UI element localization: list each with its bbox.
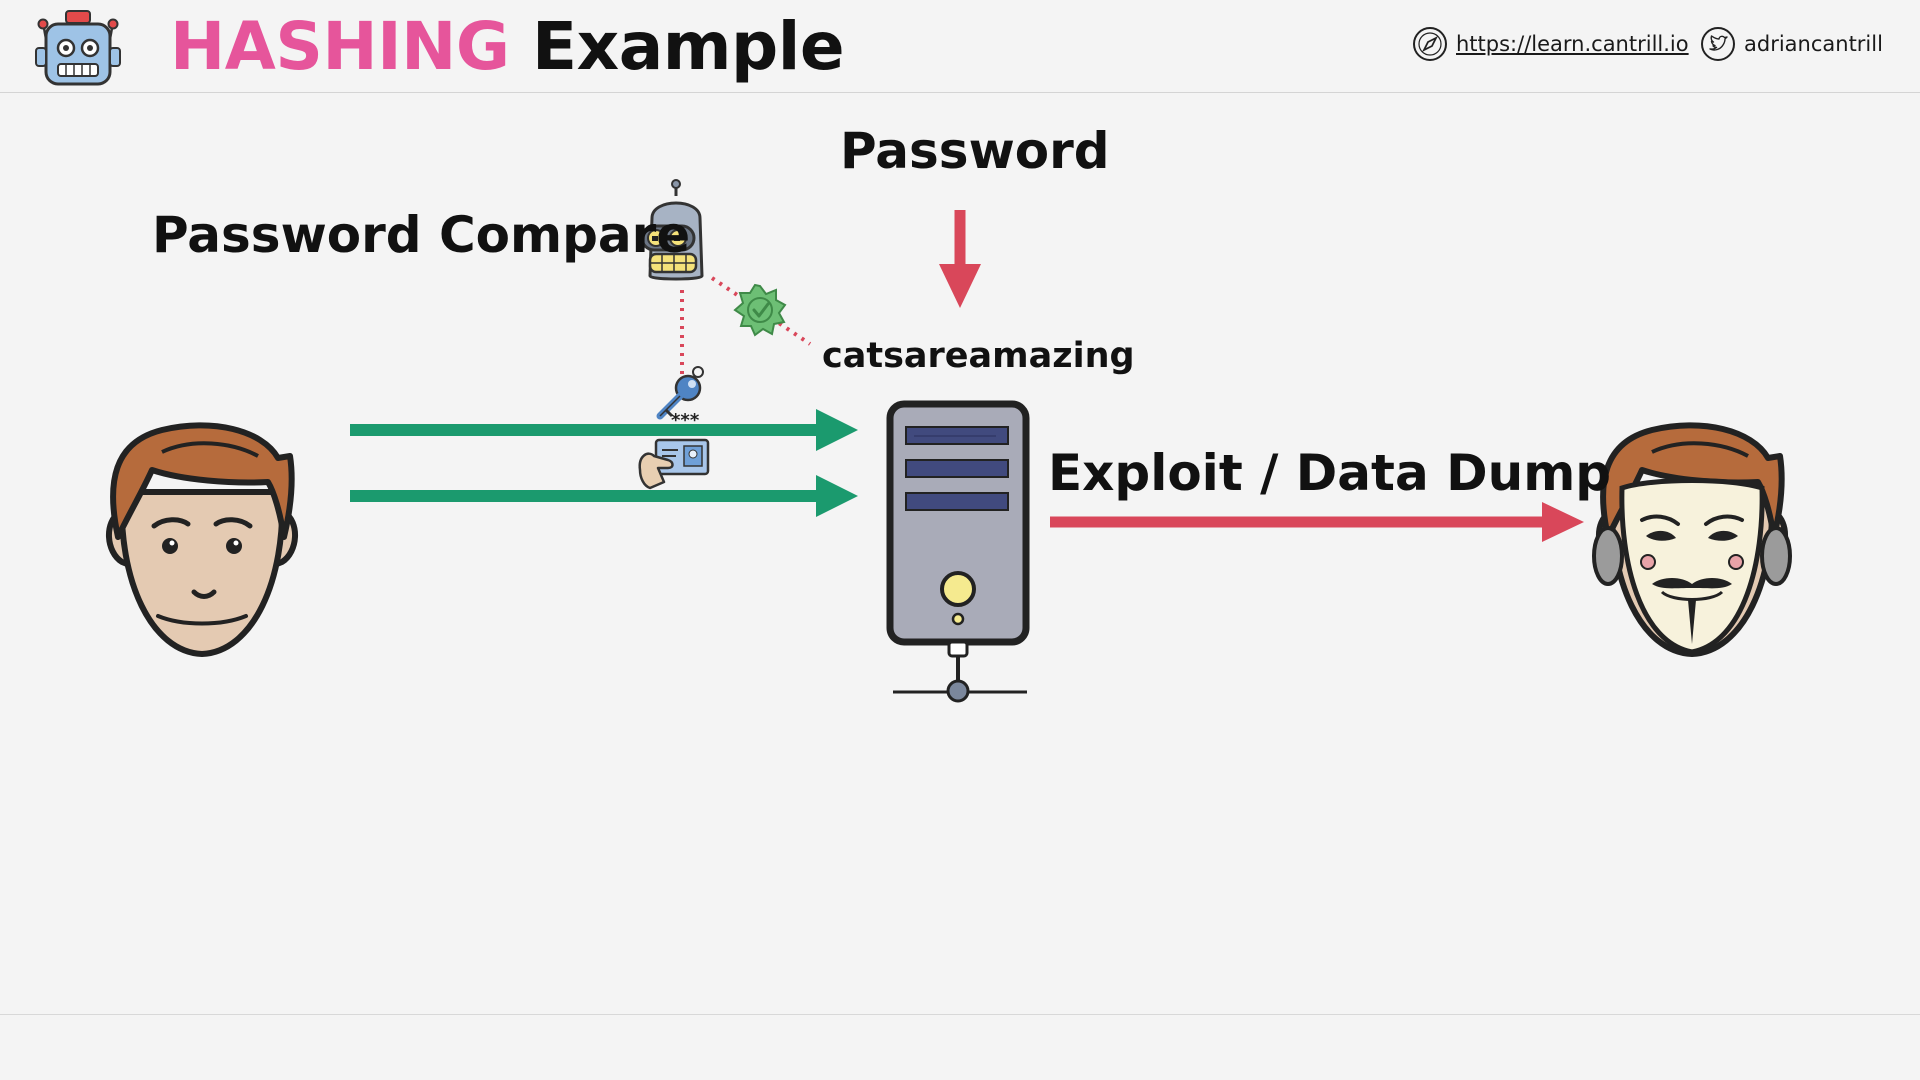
header-bar: HASHING Example https://learn.cantrill.i…: [0, 0, 1920, 93]
password-input-arrow: [939, 210, 981, 308]
key-icon: [656, 366, 704, 420]
page-title-accent: HASHING: [170, 8, 510, 85]
footer-divider: [0, 1014, 1920, 1015]
twitter-bird-icon: [1701, 27, 1735, 61]
exploit-arrow: [1050, 502, 1584, 542]
server-icon: [886, 400, 1030, 703]
website-url[interactable]: https://learn.cantrill.io: [1456, 32, 1689, 56]
robot-logo-icon: [35, 10, 121, 86]
hacker-mask-icon: [1592, 425, 1792, 654]
page-title-rest: Example: [532, 8, 845, 85]
id-card-icon: [638, 438, 710, 490]
verified-badge-icon: [733, 283, 787, 337]
password-value-label: catsareamazing: [822, 336, 1135, 376]
page-title: HASHING Example: [170, 8, 845, 85]
key-caption: ***: [671, 410, 700, 431]
website-link[interactable]: https://learn.cantrill.io: [1412, 26, 1689, 62]
bender-robot-icon: [640, 179, 704, 281]
credential-arrow-bottom: [350, 475, 858, 517]
password-compare-label: Password Compare: [152, 206, 691, 264]
password-label: Password: [840, 122, 1110, 180]
compare-dotted-line-diagonal: [710, 276, 812, 346]
user-face-icon: [109, 425, 295, 654]
exploit-label: Exploit / Data Dump: [1048, 444, 1612, 502]
twitter-link[interactable]: adriancantrill: [1700, 26, 1883, 62]
credential-arrow-top: [350, 409, 858, 451]
compass-icon: [1413, 27, 1447, 61]
twitter-handle: adriancantrill: [1744, 32, 1883, 56]
